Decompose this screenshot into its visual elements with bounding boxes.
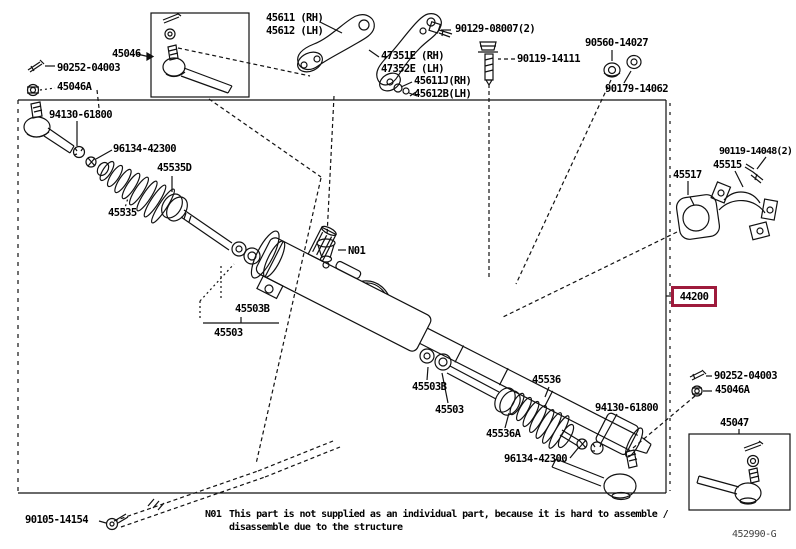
part-label-45535[interactable]: 45535 (108, 207, 137, 219)
part-label-45046a-bottom[interactable]: 45046A (715, 384, 750, 396)
part-label-90119-14111[interactable]: 90119-14111 (517, 53, 581, 65)
pitman-arm-drawings (297, 13, 442, 97)
steering-gear-drawing (250, 225, 652, 458)
part-label-94130-61800-left[interactable]: 94130-61800 (49, 109, 113, 121)
part-label-90252-04003-bottom[interactable]: 90252-04003 (714, 370, 778, 382)
nut-icon-45046a-top (26, 83, 40, 97)
part-label-90560-14027[interactable]: 90560-14027 (585, 37, 649, 49)
part-label-45503-center[interactable]: 45503 (214, 327, 243, 339)
part-label-45515[interactable]: 45515 (713, 159, 742, 171)
part-label-90252-04003-top[interactable]: 90252-04003 (57, 62, 121, 74)
tie-rod-end-box-45047 (688, 433, 791, 511)
nut-icon-45046a-bottom (691, 385, 703, 397)
highlighted-part-callout-44200[interactable]: 44200 (671, 286, 717, 307)
n01-valve-drawing (316, 238, 336, 269)
part-label-45503-bottom[interactable]: 45503 (435, 404, 464, 416)
part-label-90129-08007[interactable]: 90129-08007(2) (455, 23, 536, 35)
part-label-44200: 44200 (679, 290, 709, 303)
part-label-45503b-center[interactable]: 45503B (235, 303, 270, 315)
note-line-1: This part is not supplied as an individu… (229, 509, 669, 520)
part-label-45046a-top[interactable]: 45046A (57, 81, 92, 93)
part-label-96134-42300-left[interactable]: 96134-42300 (113, 143, 177, 155)
bolt-90129-icon (428, 20, 453, 38)
left-tie-rod-drawing (23, 101, 86, 159)
part-label-45536a[interactable]: 45536A (486, 428, 521, 440)
nut-90560-icon (603, 62, 621, 78)
part-label-45517[interactable]: 45517 (673, 169, 702, 181)
diagram-code: 452990-G (732, 529, 777, 540)
bottom-left-bolt-drawing (105, 498, 165, 531)
part-label-45047[interactable]: 45047 (720, 417, 749, 429)
part-label-n01[interactable]: N01 (348, 245, 366, 257)
grease-fitting-icon-top (27, 59, 45, 73)
right-boot-drawing (419, 348, 588, 450)
note-line-2: disassemble due to the structure (229, 522, 403, 533)
right-tie-rod-end-drawing (551, 441, 638, 501)
leader-lines (45, 21, 767, 524)
left-boot-drawing (85, 156, 261, 265)
part-label-96134-42300-bottom[interactable]: 96134-42300 (504, 453, 568, 465)
part-label-45046[interactable]: 45046 (112, 48, 141, 60)
part-label-45536[interactable]: 45536 (532, 374, 561, 386)
rack-bushing-bracket-drawing (675, 163, 779, 241)
part-label-90105-14154[interactable]: 90105-14154 (25, 514, 89, 526)
tie-rod-end-box-45046 (150, 12, 250, 98)
nut-90179-icon (626, 54, 642, 70)
bolt-90119-14111-icon (478, 41, 498, 87)
grease-fitting-icon-bottom (689, 369, 707, 381)
part-label-47352e-lh[interactable]: 47352E (LH) (381, 63, 445, 75)
note-marker: N01 (205, 509, 222, 520)
part-label-90179-14062[interactable]: 90179-14062 (605, 83, 669, 95)
part-label-47351e-rh[interactable]: 47351E (RH) (381, 50, 445, 62)
part-label-45535d[interactable]: 45535D (157, 162, 192, 174)
part-label-45611j-rh[interactable]: 45611J(RH) (414, 75, 472, 87)
part-label-94130-61800-bottom[interactable]: 94130-61800 (595, 402, 659, 414)
part-label-90119-14048[interactable]: 90119-14048(2) (719, 146, 793, 157)
part-label-45611-rh[interactable]: 45611 (RH) (266, 12, 324, 24)
dashed-leader-lines (39, 47, 696, 528)
part-label-45612-lh[interactable]: 45612 (LH) (266, 25, 324, 37)
part-label-45503b-bottom[interactable]: 45503B (412, 381, 447, 393)
part-label-45612b-lh[interactable]: 45612B(LH) (414, 88, 472, 100)
